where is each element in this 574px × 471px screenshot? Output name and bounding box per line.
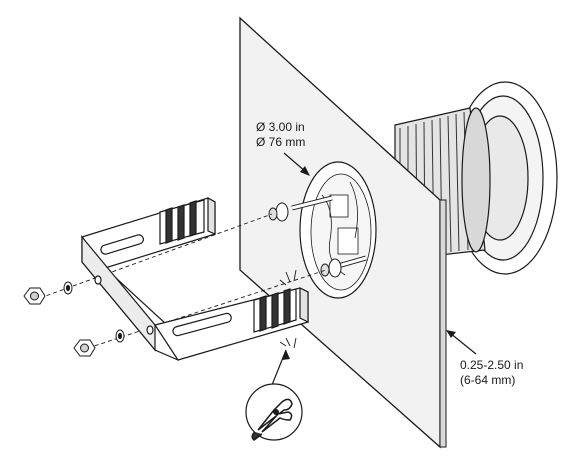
hole-diameter-mm-label: Ø 76 mm [256,135,305,149]
hole-diameter-in-label: Ø 3.00 in [256,120,305,134]
nut-lower [73,339,96,357]
wall-thickness-callout: 0.25-2.50 in (6-64 mm) [446,330,523,387]
mounting-bolt-lower [320,255,367,278]
wire-cutter-callout [245,349,303,441]
nut-upper [23,287,46,305]
wall-thickness-in-label: 0.25-2.50 in [460,358,523,372]
mounting-bolt-upper [268,195,333,222]
callout-pointer [271,349,287,386]
alignment-lines [39,213,327,349]
bracket-top-slot [100,234,144,255]
wall-edge [439,199,447,448]
mounting-bracket [81,196,309,361]
heatsink-end [461,107,491,253]
bracket-bottom-grip [253,288,297,333]
wire-cutter-icon [251,398,293,441]
wall-thickness-mm-label: (6-64 mm) [460,373,515,387]
washer-lower [115,329,125,343]
bracket-bottom-slot [172,312,232,337]
bracket-top-grip [159,199,205,245]
hole-diameter-callout: Ø 3.00 in Ø 76 mm [256,120,310,176]
wall-hole [299,161,377,299]
cut-marks [279,269,297,349]
washer-upper [63,281,73,295]
